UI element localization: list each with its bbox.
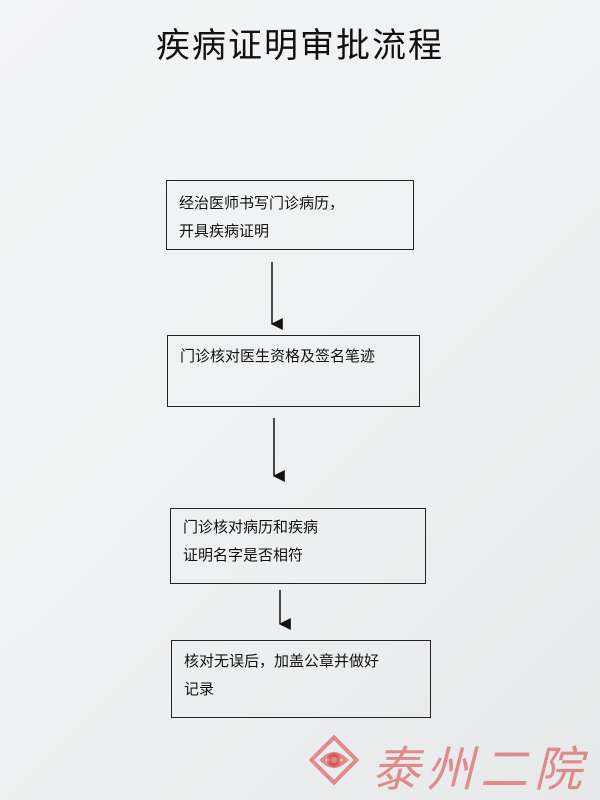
flow-step-4-line-2: 记录 [184, 680, 215, 698]
watermark-text: 泰州二院 [372, 742, 589, 798]
page-title: 疾病证明审批流程 [156, 26, 444, 66]
hospital-logo-icon [308, 734, 360, 786]
flow-step-4-line-1: 核对无误后，加盖公章并做好 [184, 652, 380, 670]
flow-step-2: 门诊核对医生资格及签名笔迹 [167, 335, 420, 407]
flow-step-4: 核对无误后，加盖公章并做好 记录 [171, 640, 431, 718]
flow-step-1: 经治医师书写门诊病历， 开具疾病证明 [166, 180, 414, 250]
flow-step-3: 门诊核对病历和疾病 证明名字是否相符 [170, 508, 426, 584]
flow-step-2-line-1: 门诊核对医生资格及签名笔迹 [180, 347, 376, 365]
flow-step-1-line-1: 经治医师书写门诊病历， [179, 194, 345, 212]
flow-step-1-line-2: 开具疾病证明 [179, 222, 270, 240]
flow-step-3-line-1: 门诊核对病历和疾病 [183, 518, 319, 536]
flow-step-3-line-2: 证明名字是否相符 [183, 546, 304, 564]
hospital-watermark: 泰州二院 [300, 720, 600, 800]
